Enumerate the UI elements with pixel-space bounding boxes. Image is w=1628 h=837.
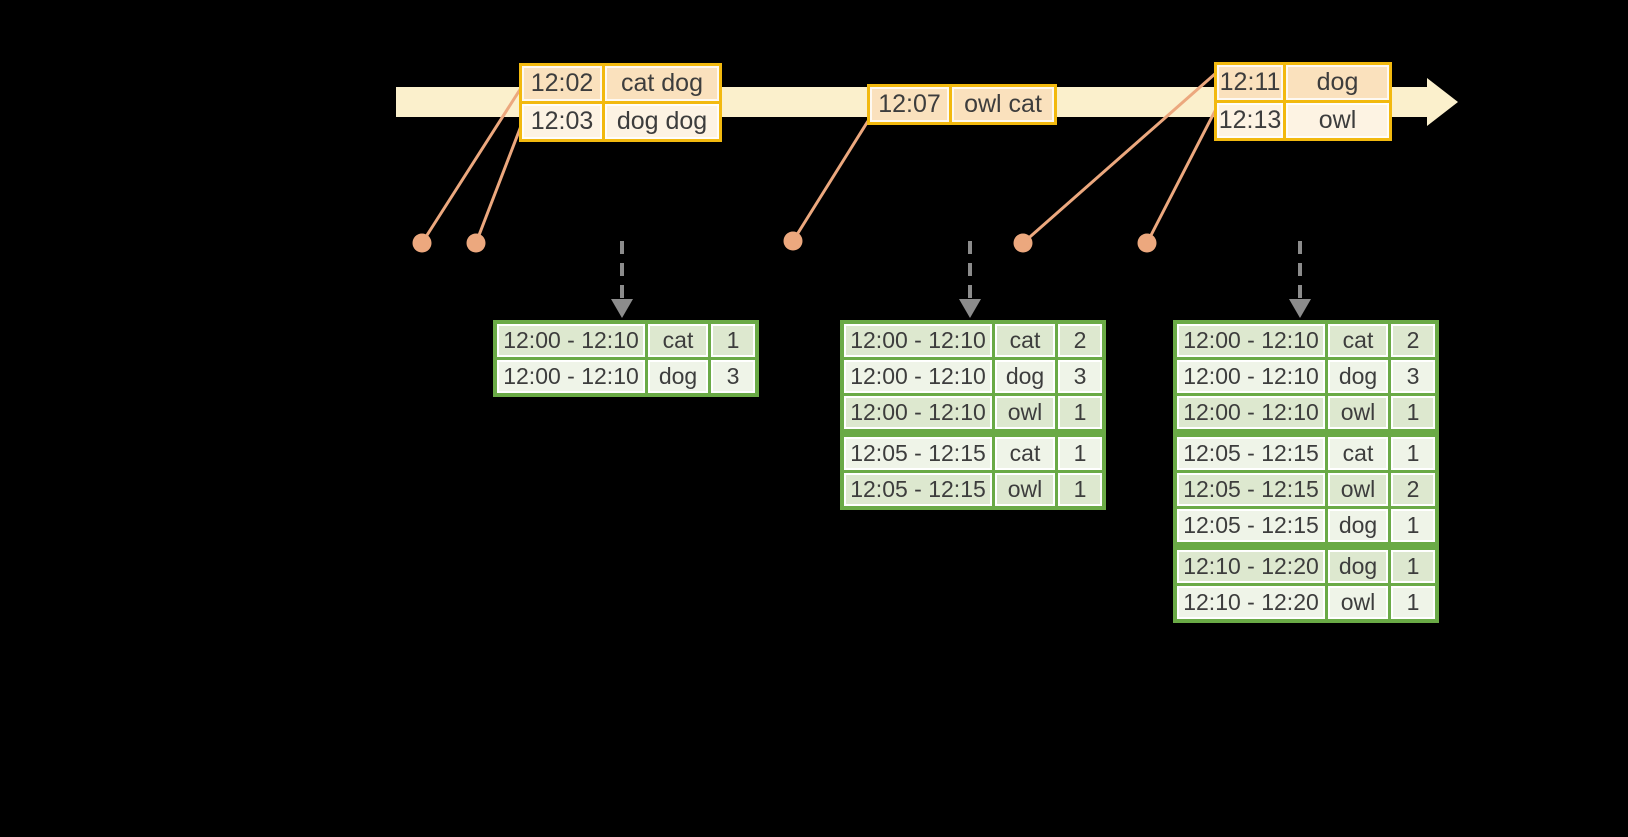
- word-cell: dog: [995, 360, 1055, 393]
- trigger-arrowhead-icon: [611, 299, 633, 318]
- count-cell: 3: [1391, 360, 1435, 393]
- event-words: dog dog: [605, 104, 719, 139]
- table-row: 12:05 - 12:15 cat 1: [844, 437, 1102, 470]
- connector-line: [791, 120, 870, 242]
- event-time: 12:11: [1217, 65, 1283, 100]
- window-cell: 12:00 - 12:10: [1177, 360, 1325, 393]
- word-cell: cat: [648, 324, 708, 357]
- count-cell: 1: [711, 324, 755, 357]
- table-row: 12:00 - 12:10 dog 3: [497, 360, 755, 393]
- window-cell: 12:05 - 12:15: [1177, 473, 1325, 506]
- window-cell: 12:00 - 12:10: [497, 324, 645, 357]
- event-table-2: 12:07 owl cat: [867, 84, 1057, 125]
- trigger-arrowhead-icon: [1289, 299, 1311, 318]
- event-time: 12:13: [1217, 103, 1283, 138]
- result-table-3: 12:00 - 12:10 cat 2 12:00 - 12:10 dog 3 …: [1173, 320, 1439, 623]
- count-cell: 1: [1058, 437, 1102, 470]
- word-cell: dog: [1328, 509, 1388, 542]
- count-cell: 1: [1058, 396, 1102, 429]
- word-cell: owl: [1328, 473, 1388, 506]
- word-cell: dog: [1328, 550, 1388, 583]
- event-words: owl cat: [952, 87, 1054, 122]
- event-words: owl: [1286, 103, 1389, 138]
- count-cell: 3: [711, 360, 755, 393]
- event-dot: [1137, 233, 1157, 253]
- window-cell: 12:10 - 12:20: [1177, 550, 1325, 583]
- count-cell: 1: [1391, 396, 1435, 429]
- table-row: 12:05 - 12:15 cat 1: [1177, 437, 1435, 470]
- window-cell: 12:00 - 12:10: [844, 396, 992, 429]
- word-cell: dog: [1328, 360, 1388, 393]
- table-row: 12:05 - 12:15 dog 1: [1177, 509, 1435, 542]
- connector-line: [474, 125, 523, 244]
- word-cell: cat: [1328, 437, 1388, 470]
- count-cell: 2: [1058, 324, 1102, 357]
- event-dot: [1013, 233, 1033, 253]
- word-cell: dog: [648, 360, 708, 393]
- word-cell: owl: [995, 396, 1055, 429]
- trigger-arrowhead-icon: [959, 299, 981, 318]
- event-dot: [783, 231, 803, 251]
- table-row: 12:00 - 12:10 cat 2: [1177, 324, 1435, 357]
- count-cell: 1: [1391, 550, 1435, 583]
- window-cell: 12:00 - 12:10: [844, 324, 992, 357]
- event-table-1: 12:02 cat dog 12:03 dog dog: [519, 63, 722, 142]
- window-cell: 12:00 - 12:10: [844, 360, 992, 393]
- table-row: 12:00 - 12:10 dog 3: [844, 360, 1102, 393]
- word-cell: owl: [1328, 586, 1388, 619]
- word-cell: cat: [1328, 324, 1388, 357]
- connector-line: [1145, 108, 1218, 244]
- count-cell: 2: [1391, 324, 1435, 357]
- window-cell: 12:05 - 12:15: [844, 437, 992, 470]
- table-row: 12:05 - 12:15 owl 1: [844, 473, 1102, 506]
- connector-line: [1022, 71, 1217, 245]
- event-row: 12:03 dog dog: [522, 104, 719, 139]
- window-cell: 12:05 - 12:15: [844, 473, 992, 506]
- event-dot: [466, 233, 486, 253]
- count-cell: 1: [1058, 473, 1102, 506]
- count-cell: 3: [1058, 360, 1102, 393]
- table-row: 12:10 - 12:20 owl 1: [1177, 586, 1435, 619]
- word-cell: owl: [1328, 396, 1388, 429]
- event-words: dog: [1286, 65, 1389, 100]
- timeline-arrowhead-icon: [1427, 78, 1458, 126]
- table-row: 12:00 - 12:10 owl 1: [844, 396, 1102, 429]
- window-cell: 12:10 - 12:20: [1177, 586, 1325, 619]
- result-table-2: 12:00 - 12:10 cat 2 12:00 - 12:10 dog 3 …: [840, 320, 1106, 510]
- connector-line: [420, 87, 523, 244]
- table-row: 12:00 - 12:10 owl 1: [1177, 396, 1435, 429]
- event-table-3: 12:11 dog 12:13 owl: [1214, 62, 1392, 141]
- count-cell: 2: [1391, 473, 1435, 506]
- count-cell: 1: [1391, 437, 1435, 470]
- event-time: 12:02: [522, 66, 602, 101]
- event-row: 12:11 dog: [1217, 65, 1389, 100]
- window-cell: 12:05 - 12:15: [1177, 437, 1325, 470]
- table-row: 12:05 - 12:15 owl 2: [1177, 473, 1435, 506]
- count-cell: 1: [1391, 586, 1435, 619]
- window-cell: 12:00 - 12:10: [1177, 324, 1325, 357]
- table-row: 12:00 - 12:10 cat 1: [497, 324, 755, 357]
- word-cell: cat: [995, 324, 1055, 357]
- event-time: 12:07: [870, 87, 949, 122]
- count-cell: 1: [1391, 509, 1435, 542]
- table-row: 12:00 - 12:10 cat 2: [844, 324, 1102, 357]
- word-cell: owl: [995, 473, 1055, 506]
- result-table-1: 12:00 - 12:10 cat 1 12:00 - 12:10 dog 3: [493, 320, 759, 397]
- window-cell: 12:00 - 12:10: [497, 360, 645, 393]
- event-words: cat dog: [605, 66, 719, 101]
- word-cell: cat: [995, 437, 1055, 470]
- window-cell: 12:05 - 12:15: [1177, 509, 1325, 542]
- window-cell: 12:00 - 12:10: [1177, 396, 1325, 429]
- event-row: 12:07 owl cat: [870, 87, 1054, 122]
- event-time: 12:03: [522, 104, 602, 139]
- event-row: 12:02 cat dog: [522, 66, 719, 101]
- table-row: 12:10 - 12:20 dog 1: [1177, 550, 1435, 583]
- table-row: 12:00 - 12:10 dog 3: [1177, 360, 1435, 393]
- event-row: 12:13 owl: [1217, 103, 1389, 138]
- event-dot: [412, 233, 432, 253]
